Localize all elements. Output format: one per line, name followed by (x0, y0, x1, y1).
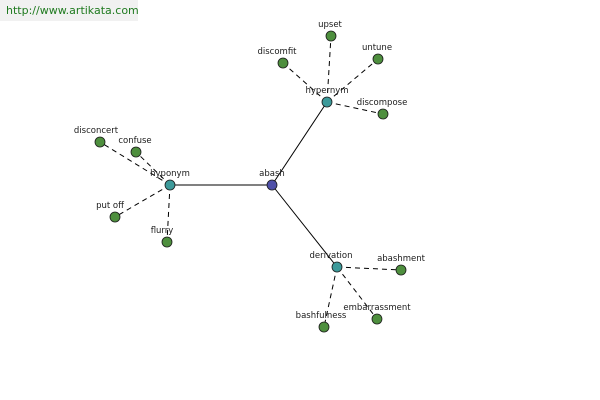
leaf-node-confuse-label: confuse (118, 136, 151, 146)
leaf-node-flurry-circle[interactable] (161, 236, 173, 248)
edge-root-derivation (271, 184, 338, 268)
edge-derivation-bashfulness (323, 266, 338, 328)
leaf-node-discomfit-circle[interactable] (277, 57, 289, 69)
edge-hyponym-flurry (166, 184, 171, 243)
leaf-node-embarrassment-circle[interactable] (371, 313, 383, 325)
leaf-node-discompose-circle[interactable] (377, 108, 389, 120)
leaf-node-flurry[interactable]: flurry (151, 226, 174, 248)
leaf-node-abashment-label: abashment (377, 254, 426, 264)
relation-node-hyponym-circle[interactable] (164, 179, 176, 191)
root-node-circle[interactable] (266, 179, 278, 191)
leaf-node-discomfit[interactable]: discomfit (257, 47, 297, 69)
relation-node-derivation-label: derivation (309, 251, 352, 261)
leaf-node-untune-label: untune (362, 43, 392, 53)
leaf-node-untune-circle[interactable] (372, 53, 384, 65)
leaf-node-discomfit-label: discomfit (257, 47, 297, 57)
leaf-node-disconcert[interactable]: disconcert (74, 126, 119, 148)
leaf-node-upset[interactable]: upset (318, 20, 343, 42)
edge-hypernym-upset (326, 35, 332, 103)
relation-node-derivation-circle[interactable] (331, 261, 343, 273)
leaf-node-upset-circle[interactable] (325, 30, 337, 42)
leaf-node-abashment-circle[interactable] (395, 264, 407, 276)
leaf-node-disconcert-label: disconcert (74, 126, 119, 136)
leaf-node-put-off-label: put off (96, 201, 125, 211)
relation-node-hyponym[interactable]: hyponym (150, 169, 190, 191)
relation-node-hypernym-label: hypernym (305, 86, 348, 96)
leaf-node-embarrassment-label: embarrassment (343, 303, 411, 313)
leaf-node-discompose[interactable]: discompose (357, 98, 408, 120)
leaf-node-flurry-label: flurry (151, 226, 174, 236)
leaf-node-put-off-circle[interactable] (109, 211, 121, 223)
relation-node-derivation[interactable]: derivation (309, 251, 353, 273)
leaf-node-confuse-circle[interactable] (130, 146, 142, 158)
edge-hypernym-discomfit (282, 62, 328, 103)
edge-derivation-abashment (336, 266, 402, 271)
leaf-node-disconcert-circle[interactable] (94, 136, 106, 148)
leaf-node-bashfulness-circle[interactable] (318, 321, 330, 333)
leaf-node-untune[interactable]: untune (362, 43, 392, 65)
leaf-node-discompose-label: discompose (357, 98, 408, 108)
edge-hypernym-untune (326, 58, 379, 103)
leaf-node-bashfulness[interactable]: bashfulness (296, 311, 347, 333)
root-node-label: abash (259, 169, 285, 179)
edge-derivation-embarrassment (336, 266, 378, 320)
relation-node-hyponym-label: hyponym (150, 169, 190, 179)
root-node[interactable]: abash (259, 169, 285, 191)
relation-node-hypernym-circle[interactable] (321, 96, 333, 108)
leaf-node-confuse[interactable]: confuse (118, 136, 152, 158)
watermark-banner: http://www.artikata.com (0, 0, 139, 21)
edge-hyponym-disconcert (99, 141, 171, 186)
graph-nodes: upset discomfit untune discompose hypernym di… (74, 20, 426, 333)
leaf-node-upset-label: upset (318, 20, 342, 30)
edge-root-hypernym (271, 101, 328, 186)
leaf-node-put-off[interactable]: put off (96, 201, 125, 223)
graph-edges (99, 35, 402, 328)
edge-hyponym-confuse (135, 151, 171, 186)
edge-hypernym-discompose (326, 101, 384, 115)
relation-node-hypernym[interactable]: hypernym (305, 86, 349, 108)
leaf-node-embarrassment[interactable]: embarrassment (343, 303, 411, 325)
edge-hyponym-put-off (114, 184, 171, 218)
leaf-node-abashment[interactable]: abashment (377, 254, 426, 276)
watermark-link[interactable]: http://www.artikata.com (6, 4, 139, 17)
leaf-node-bashfulness-label: bashfulness (296, 311, 347, 321)
